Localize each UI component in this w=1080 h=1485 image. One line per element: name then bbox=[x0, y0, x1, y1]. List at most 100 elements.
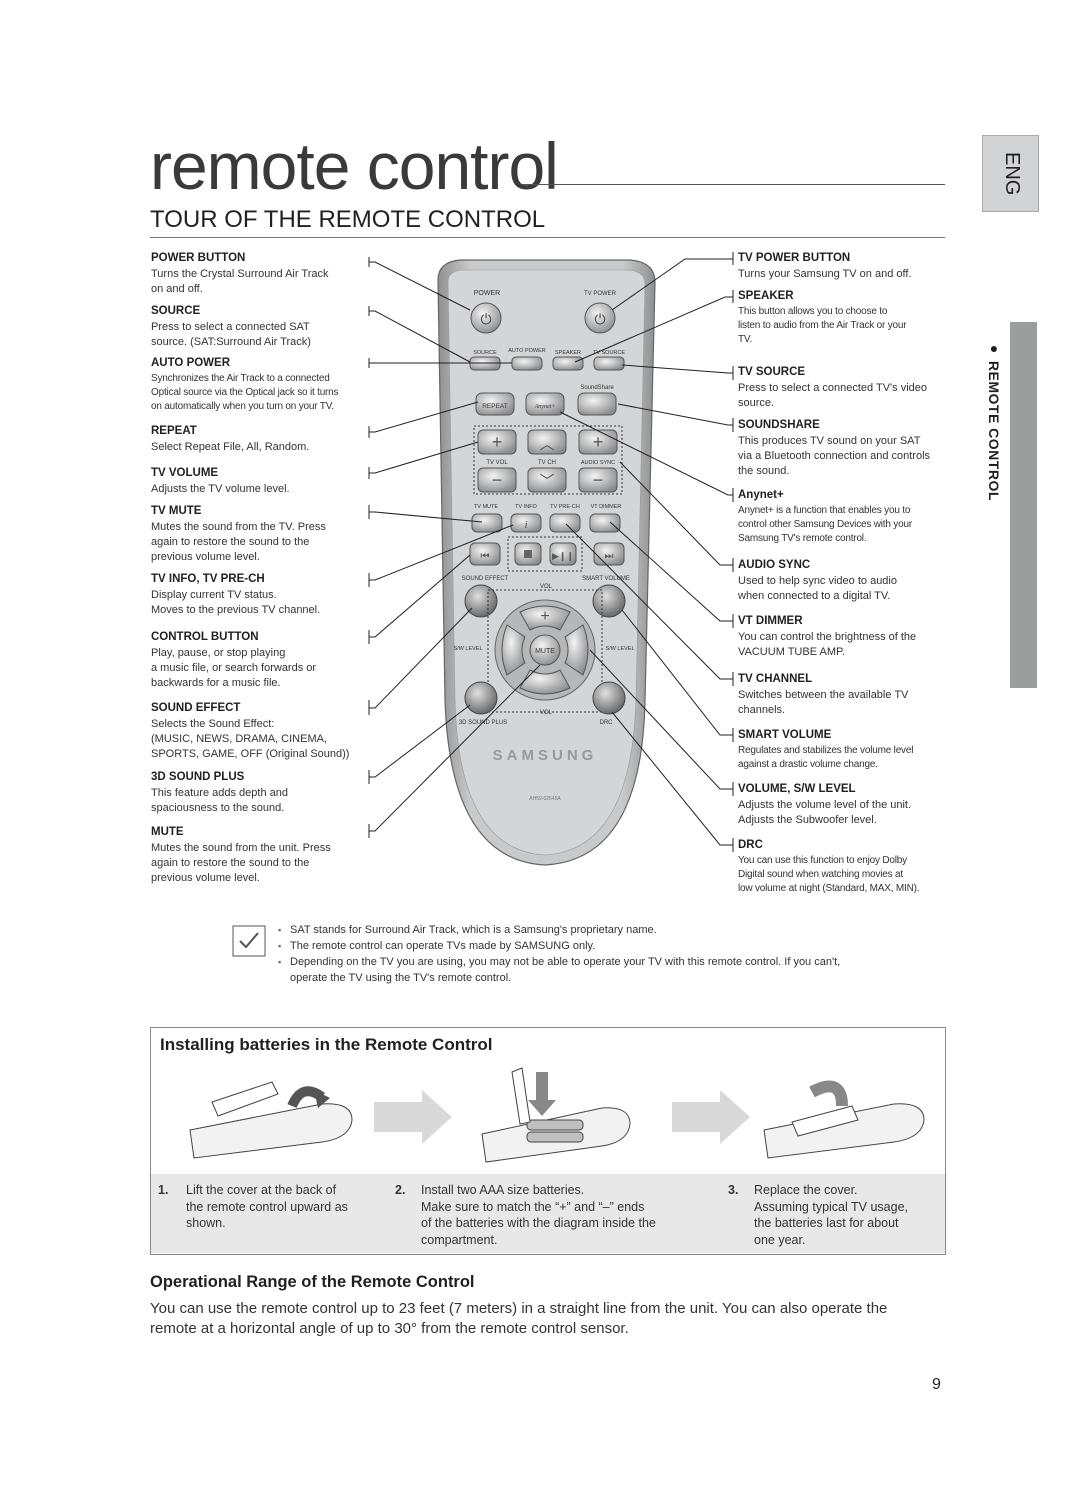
callout-tv-mute: TV MUTE Mutes the sound from the TV. Pres… bbox=[151, 505, 371, 565]
callout-body: Display current TV status.Moves to the p… bbox=[151, 588, 371, 618]
callout-line: Samsung TV's remote control. bbox=[738, 533, 867, 544]
step-number: 3. bbox=[728, 1183, 739, 1197]
batteries-title: Installing batteries in the Remote Contr… bbox=[160, 1035, 493, 1054]
remote-anynet-label: Anynet+ bbox=[534, 404, 556, 410]
callout-heading: TV MUTE bbox=[151, 505, 202, 517]
step-line: shown. bbox=[186, 1216, 226, 1230]
callout-line: Mutes the sound from the unit. Press bbox=[151, 842, 331, 854]
remote-mute-label: MUTE bbox=[535, 648, 555, 655]
remote-vt-dimmer-label: VT DIMMER bbox=[591, 504, 622, 510]
remote-tv-source-label: TV SOURCE bbox=[593, 350, 625, 356]
callout-line: channels. bbox=[738, 704, 786, 716]
chapter-tab bbox=[1010, 322, 1037, 688]
callout-line: You can use this function to enjoy Dolby bbox=[738, 855, 907, 866]
step-line: Assuming typical TV usage, bbox=[754, 1199, 909, 1214]
tv-source-button bbox=[593, 356, 625, 371]
callout-line: listen to audio from the Air Track or yo… bbox=[738, 320, 907, 331]
note-item: The remote control can operate TVs made … bbox=[230, 938, 945, 954]
svg-text:i: i bbox=[524, 519, 527, 531]
remote-tv-power-label: TV POWER bbox=[584, 291, 617, 297]
remote-vol-label: VOL bbox=[540, 584, 553, 590]
section-rule bbox=[150, 237, 945, 238]
remote-tv-info-label: TV INFO bbox=[515, 504, 537, 510]
callout-line: Adjusts the volume level of the unit. bbox=[738, 799, 912, 811]
tv-prech-button bbox=[549, 513, 581, 533]
callout-heading: Anynet+ bbox=[738, 489, 784, 501]
svg-text:﹀: ﹀ bbox=[539, 473, 554, 490]
soundshare-button bbox=[577, 392, 617, 416]
callout-line: on and off. bbox=[151, 283, 203, 295]
callout-line: TV. bbox=[738, 334, 753, 345]
battery-illustrations bbox=[189, 1067, 925, 1163]
play-pause-button bbox=[549, 542, 577, 566]
remote-sw-level-right: S/W LEVEL bbox=[605, 646, 634, 652]
callout-line: Press to select a connected TV's video bbox=[738, 382, 927, 394]
callout-line: Turns your Samsung TV on and off. bbox=[738, 268, 912, 280]
callout-heading: SOUND EFFECT bbox=[151, 702, 241, 714]
remote-power-label: POWER bbox=[474, 290, 500, 297]
callout-line: (MUSIC, NEWS, DRAMA, CINEMA, bbox=[151, 733, 328, 745]
language-tab: ENG bbox=[982, 135, 1039, 212]
remote-brand-label: SAMSUNG bbox=[493, 747, 598, 764]
callout-line: Selects the Sound Effect: bbox=[151, 718, 275, 730]
tv-power-button bbox=[584, 302, 616, 334]
anynet-button bbox=[525, 392, 565, 416]
callout-line: VACUUM TUBE AMP. bbox=[738, 646, 845, 658]
remote-sound-effect-label: SOUND EFFECT bbox=[462, 576, 509, 582]
callout-heading: REPEAT bbox=[151, 425, 197, 437]
callout-line: SPORTS, GAME, OFF (Original Sound)) bbox=[151, 748, 350, 760]
callout-line: control other Samsung Devices with your bbox=[738, 519, 912, 530]
callout-line: backwards for a music file. bbox=[151, 677, 281, 689]
svg-text:+: + bbox=[593, 432, 604, 452]
callout-line: Mutes the sound from the TV. Press bbox=[151, 521, 326, 533]
page-number: 9 bbox=[932, 1376, 941, 1393]
callout-line: Select Repeat File, All, Random. bbox=[151, 441, 310, 453]
callout-heading: TV INFO, TV PRE-CH bbox=[151, 573, 265, 585]
callout-line: This feature adds depth and bbox=[151, 787, 288, 799]
callout-heading: VT DIMMER bbox=[738, 615, 803, 627]
tv-ch-up-button bbox=[527, 429, 567, 455]
svg-text:⏻: ⏻ bbox=[594, 312, 605, 328]
remote-audio-sync-label: AUDIO SYNC bbox=[581, 460, 615, 466]
callout-line: Optical source via the Optical jack so i… bbox=[151, 387, 339, 398]
svg-text:+: + bbox=[540, 608, 549, 625]
callout-heading: TV CHANNEL bbox=[738, 673, 813, 685]
range-line: You can use the remote control up to 23 … bbox=[150, 1300, 888, 1317]
callout-tv-channel: TV CHANNEL Switches between the available… bbox=[738, 673, 958, 718]
callout-heading: SOUNDSHARE bbox=[738, 419, 820, 431]
callout-repeat: REPEAT Select Repeat File, All, Random. bbox=[151, 425, 371, 455]
callout-body: Selects the Sound Effect: (MUSIC, NEWS, D… bbox=[151, 717, 371, 762]
callout-line: again to restore the sound to the bbox=[151, 536, 310, 548]
auto-power-button bbox=[511, 356, 543, 371]
callout-body: Adjusts the TV volume level. bbox=[151, 482, 371, 497]
tv-info-button bbox=[510, 513, 542, 533]
vt-dimmer-button bbox=[589, 513, 621, 533]
callout-line: Anynet+ is a function that enables you t… bbox=[738, 505, 911, 516]
remote-smart-volume-label: SMART VOLUME bbox=[582, 576, 630, 582]
step-line: of the batteries with the diagram inside… bbox=[421, 1216, 656, 1230]
svg-text:−: − bbox=[593, 470, 604, 490]
callout-line: previous volume level. bbox=[151, 551, 260, 563]
callout-heading: POWER BUTTON bbox=[151, 252, 246, 264]
svg-text:⏭: ⏭ bbox=[605, 551, 614, 562]
callout-line: Play, pause, or stop playing bbox=[151, 647, 286, 659]
callout-heading: TV SOURCE bbox=[738, 366, 806, 378]
callout-line: source. bbox=[738, 397, 775, 409]
range-line: remote at a horizontal angle of up to 30… bbox=[150, 1320, 629, 1337]
remote-speaker-label: SPEAKER bbox=[555, 350, 581, 356]
audio-sync-down-button bbox=[578, 467, 618, 493]
callout-power-button: POWER BUTTON Turns the Crystal Surround A… bbox=[151, 252, 371, 297]
callout-heading: MUTE bbox=[151, 826, 184, 838]
